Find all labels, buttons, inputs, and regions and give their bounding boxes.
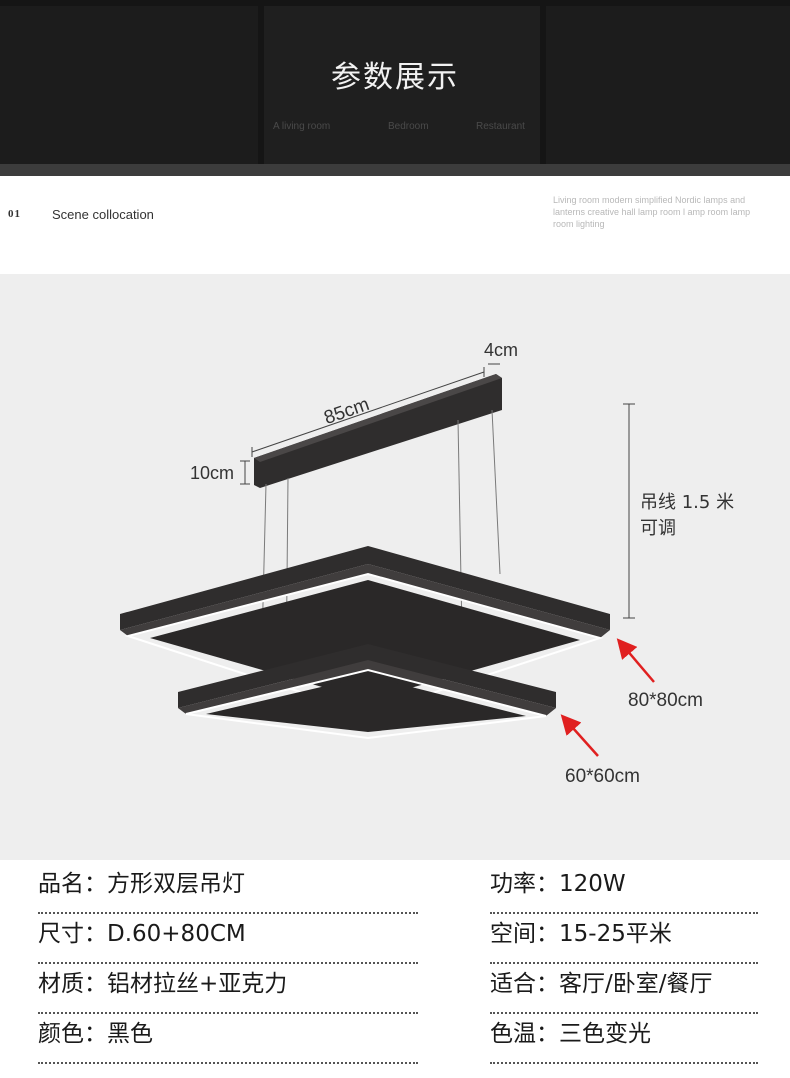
page-title: 参数展示 — [331, 60, 459, 95]
spec-key: 适合 — [490, 971, 536, 997]
spec-key: 颜色 — [38, 1021, 84, 1047]
spec-colon: ： — [536, 921, 559, 947]
room-label-bedroom: Bedroom — [388, 121, 429, 132]
spec-row-name: 品名：方形双层吊灯 — [38, 864, 418, 914]
outer-size-label: 80*80cm — [628, 690, 703, 711]
cable-adjustable-label: 可调 — [640, 518, 676, 539]
spec-value: 方形双层吊灯 — [107, 871, 245, 897]
spec-table: 品名：方形双层吊灯 功率：120W 尺寸：D.60+80CM 空间：15-25平… — [0, 860, 790, 1078]
spec-key: 功率 — [490, 871, 536, 897]
lamp-diagram-svg: 85cm 4cm 10cm 吊线 1.5 米 可调 80*80cm 60*60c… — [120, 340, 734, 787]
room-label-restaurant: Restaurant — [476, 121, 525, 132]
spec-value: 铝材拉丝+亚克力 — [107, 971, 288, 997]
banner-panel-left — [0, 6, 258, 164]
spec-value: 黑色 — [107, 1021, 153, 1047]
spec-key: 空间 — [490, 921, 536, 947]
spec-key: 品名 — [38, 871, 84, 897]
spec-value: D.60+80CM — [107, 921, 246, 947]
inner-square-ring — [178, 644, 556, 740]
divider-strip — [0, 164, 790, 176]
spec-key: 色温 — [490, 1021, 536, 1047]
size-arrows — [560, 638, 655, 757]
inner-size-label: 60*60cm — [565, 766, 640, 787]
height-label: 10cm — [190, 463, 234, 483]
spec-colon: ： — [536, 1021, 559, 1047]
spec-colon: ： — [84, 871, 107, 897]
spec-row-color: 颜色：黑色 — [38, 1014, 418, 1064]
spec-row-space: 空间：15-25平米 — [490, 914, 758, 964]
product-diagram: 85cm 4cm 10cm 吊线 1.5 米 可调 80*80cm 60*60c… — [0, 274, 790, 860]
ceiling-canopy — [254, 374, 502, 488]
section-label: Scene collocation — [52, 207, 154, 222]
spec-colon: ： — [84, 1021, 107, 1047]
spec-colon: ： — [84, 921, 107, 947]
section-description: Living room modern simplified Nordic lam… — [553, 195, 751, 229]
spec-key: 尺寸 — [38, 921, 84, 947]
spec-row-suitable: 适合：客厅/卧室/餐厅 — [490, 964, 758, 1014]
banner-panel-center — [264, 6, 540, 164]
spec-value: 15-25平米 — [559, 921, 672, 947]
header-banner: 参数展示 A living room Bedroom Restaurant — [0, 0, 790, 166]
spec-key: 材质 — [38, 971, 84, 997]
outer-square-ring — [120, 546, 610, 716]
section-number: 01 — [8, 208, 21, 220]
spec-colon: ： — [536, 871, 559, 897]
spec-row-color-temp: 色温：三色变光 — [490, 1014, 758, 1064]
depth-label: 4cm — [484, 340, 518, 360]
spec-value: 120W — [559, 871, 626, 897]
spec-row-material: 材质：铝材拉丝+亚克力 — [38, 964, 418, 1014]
dimension-lines — [240, 363, 635, 619]
spec-colon: ： — [536, 971, 559, 997]
spec-value: 客厅/卧室/餐厅 — [559, 971, 713, 997]
banner-panel-right — [546, 6, 790, 164]
scene-header: 01 Scene collocation Living room modern … — [0, 176, 790, 274]
room-label-living: A living room — [273, 121, 331, 132]
spec-row-power: 功率：120W — [490, 864, 758, 914]
spec-value: 三色变光 — [559, 1021, 651, 1047]
spec-row-size: 尺寸：D.60+80CM — [38, 914, 418, 964]
cable-length-label: 吊线 1.5 米 — [640, 492, 734, 513]
spec-colon: ： — [84, 971, 107, 997]
